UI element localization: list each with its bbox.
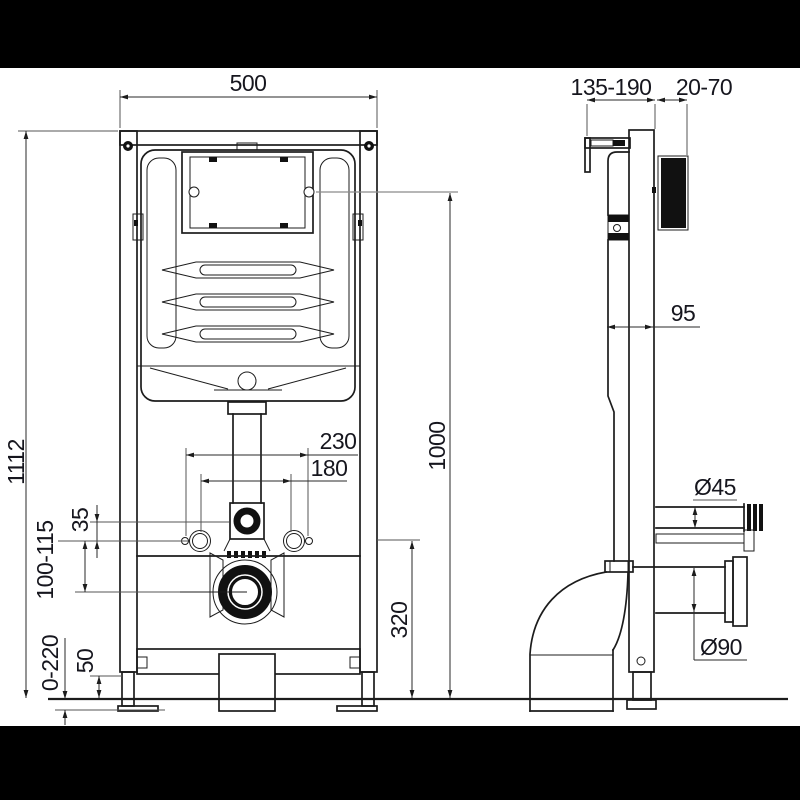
flush-elbow-housing	[229, 502, 265, 540]
flush-plate-block	[657, 155, 689, 231]
dim-label-bolt-inner: 180	[311, 455, 348, 481]
access-shaft	[181, 151, 314, 234]
bottom-black-band	[0, 726, 800, 800]
dim-label-total-height: 1112	[3, 439, 29, 485]
drain-bend-housing	[218, 653, 276, 712]
dim-label-outlet-range: 100-115	[32, 520, 58, 599]
side-foot	[626, 699, 657, 710]
plate-fixing-right	[303, 186, 315, 198]
dim-flush-offset-35: 35	[67, 505, 229, 558]
dim-label-cistern-depth: 95	[671, 300, 696, 326]
dim-label-drain-diameter: Ø90	[700, 634, 742, 660]
dim-bolt-spacing-230: 230	[185, 428, 358, 536]
dim-leg-adjust-0-220: 0-220	[37, 635, 68, 725]
dim-depth-135-190: 135-190	[571, 74, 688, 155]
side-leg	[626, 656, 657, 710]
drain-elbow	[529, 560, 634, 712]
right-leg	[361, 671, 375, 707]
top-black-band	[0, 0, 800, 68]
dim-label-outlet-height: 320	[386, 602, 412, 639]
flush-elbow	[233, 507, 261, 535]
dim-wall-offset-20-70: 20-70	[657, 74, 733, 103]
dim-panel-height-1000: 1000	[316, 191, 458, 698]
left-foot	[117, 705, 159, 712]
wc-outlet-assembly	[136, 530, 361, 712]
left-leg	[121, 671, 135, 707]
dim-width-500: 500	[119, 70, 378, 128]
dim-label-wall-offset: 20-70	[676, 74, 732, 100]
dim-total-height-1112: 1112	[3, 130, 118, 698]
drain-pipe	[632, 556, 748, 627]
dim-outlet-height-320: 320	[377, 539, 420, 698]
dim-label-width: 500	[230, 70, 267, 96]
flush-plate-opening	[189, 156, 306, 229]
front-legs	[117, 671, 378, 712]
dim-frame-bottom-50: 50	[72, 649, 122, 698]
dim-label-flush-offset: 35	[67, 508, 93, 533]
dim-drain-diameter-90: Ø90	[691, 568, 747, 661]
dim-outlet-range-100-115: 100-115	[32, 520, 188, 600]
dimensions: 500 1112 1000 320 230	[3, 70, 747, 725]
side-frame-rail	[628, 129, 656, 673]
dim-bolt-spacing-180: 180	[200, 455, 348, 532]
cistern-profile	[607, 151, 630, 562]
pipe-thread	[747, 504, 751, 531]
dim-label-supply-diameter: Ø45	[694, 474, 736, 500]
dim-label-panel-height: 1000	[424, 421, 450, 470]
dim-label-bolt-outer: 230	[320, 428, 357, 454]
insulation-pattern	[161, 261, 335, 343]
dim-cistern-depth-95: 95	[607, 300, 700, 330]
dim-label-leg-adjust: 0-220	[37, 635, 63, 691]
front-view	[117, 130, 378, 712]
plate-fixing-left	[188, 186, 200, 198]
right-foot	[336, 705, 378, 712]
flush-valve-seat	[237, 371, 257, 391]
dim-label-depth-range: 135-190	[571, 74, 652, 100]
drain-flange	[724, 560, 734, 623]
side-view	[529, 129, 763, 712]
dim-supply-diameter-45: Ø45	[692, 474, 737, 528]
cistern	[137, 142, 360, 402]
flush-pipe	[223, 401, 271, 558]
wall-bracket	[584, 137, 631, 173]
dim-label-frame-bottom: 50	[72, 649, 98, 674]
supply-pipe	[655, 503, 763, 552]
